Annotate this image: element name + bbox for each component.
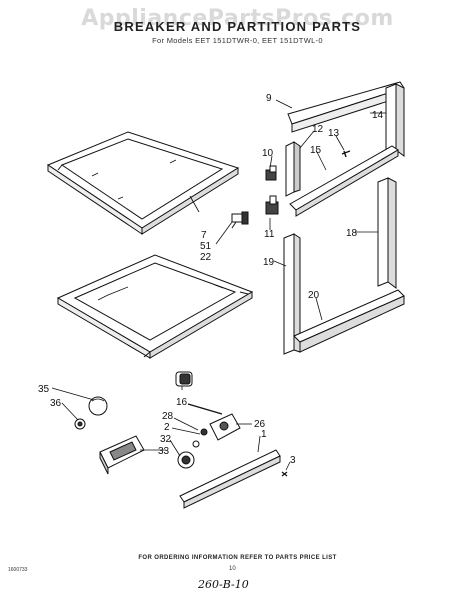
part-long-strip [179,449,281,509]
callout-15: 15 [310,145,322,156]
callout-1: 1 [261,429,267,440]
part-knob-35 [88,396,108,416]
callout-14: 14 [372,110,384,121]
callout-9: 9 [266,93,272,104]
callout-32: 32 [160,434,172,445]
part-breaker-clip [231,211,249,229]
callout-51: 51 [200,241,212,252]
part-screw-13 [341,150,351,158]
part-control-housing [175,371,193,387]
part-middle-rail [289,145,399,217]
part-thermostat-assembly [209,413,241,441]
part-left-vertical-partition [283,233,301,355]
page-title: BREAKER AND PARTITION PARTS [113,19,362,34]
leader-lines [51,99,386,471]
document-code: 1600733 [8,567,28,573]
part-control-bezel [99,435,145,475]
part-screw-3 [281,471,288,477]
callout-35: 35 [38,384,50,395]
part-upper-strip [285,141,301,197]
ordering-note: FOR ORDERING INFORMATION REFER TO PARTS … [138,555,337,561]
callout-36: 36 [50,398,62,409]
handwritten-reference: 260-B-10 [198,578,249,591]
callout-20: 20 [308,290,320,301]
callout-2: 2 [164,422,170,433]
page-number: 10 [229,566,236,572]
callout-18: 18 [346,228,358,239]
part-upper-vertical-partition [385,83,405,157]
callout-12: 12 [312,124,324,135]
part-thermostat-dial [177,451,195,469]
part-lower-vertical-partition [377,177,397,289]
callout-10: 10 [262,148,274,159]
part-knob-insert-36 [74,418,86,430]
part-hinge-bracket-10 [265,165,277,181]
part-hinge-bracket-11 [265,195,279,215]
part-lower-breaker-frame [56,254,254,359]
callout-26: 26 [254,419,266,430]
part-bottom-rail [293,289,405,353]
callout-3: 3 [290,455,296,466]
callout-11: 11 [264,229,275,240]
part-control-rod [187,403,223,448]
model-subtitle: For Models EET 151DTWR-0, EET 151DTWL-0 [152,36,323,45]
callout-33: 33 [158,446,170,457]
callout-28: 28 [162,411,174,422]
callout-7: 7 [201,230,207,241]
callout-22: 22 [200,252,212,263]
part-top-breaker-panel [46,131,240,235]
callout-13: 13 [328,128,340,139]
callout-16: 16 [176,397,188,408]
callout-19: 19 [263,257,275,268]
